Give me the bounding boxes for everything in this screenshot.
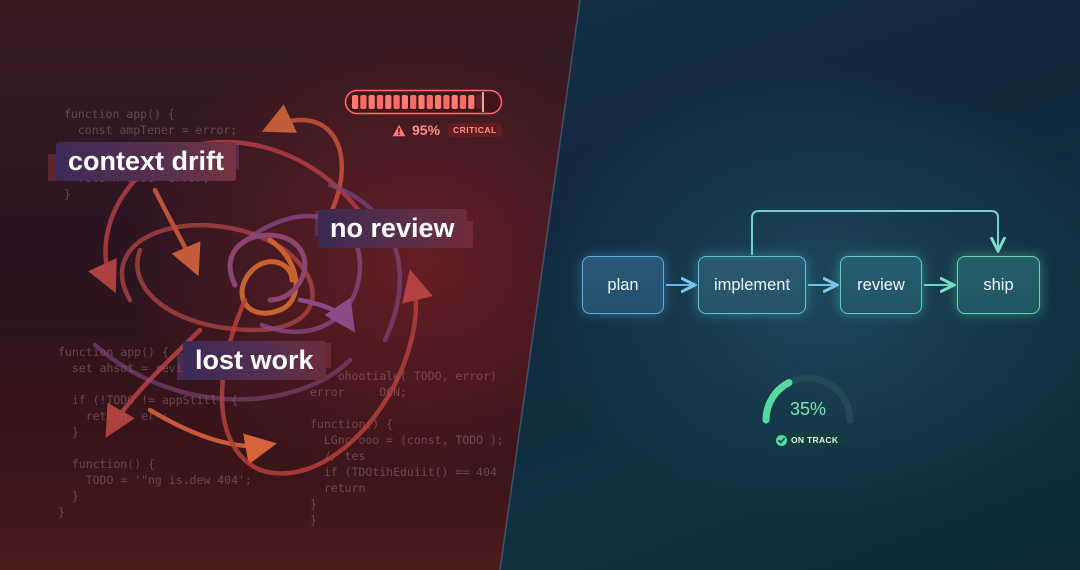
meter-percent: 95% — [412, 122, 441, 138]
node-plan: plan — [582, 256, 664, 314]
context-usage-meter — [344, 89, 503, 115]
meter-cell — [459, 95, 467, 109]
meter-status: 95% CRITICAL — [392, 122, 502, 138]
chaos-arrow — [152, 187, 201, 277]
gauge-fill — [762, 379, 793, 424]
meter-cell — [476, 95, 483, 109]
warning-triangle-icon — [392, 124, 406, 136]
on-track-badge: ON TRACK — [772, 432, 846, 448]
critical-badge: CRITICAL — [448, 123, 502, 137]
meter-cell — [360, 95, 367, 109]
lost-work-label: lost work — [183, 341, 326, 380]
context-drift-label: context drift — [56, 142, 237, 181]
meter-cell — [376, 95, 384, 109]
progress-gauge — [762, 374, 854, 424]
checkmark-icon — [776, 434, 787, 446]
no-review-label: no review — [318, 209, 467, 248]
meter-cell — [468, 95, 475, 109]
edge-implement-ship-loop — [751, 210, 998, 255]
meter-cell — [393, 95, 400, 109]
meter-cell — [385, 95, 392, 109]
meter-cell — [443, 95, 450, 109]
on-track-text: ON TRACK — [791, 435, 839, 445]
meter-cell — [418, 95, 425, 109]
code-snippet: function app() { set ahsot = revie if (!… — [58, 345, 252, 519]
chaos-arrow — [92, 342, 353, 402]
chaos-arrow — [227, 232, 308, 303]
meter-cell — [451, 95, 458, 109]
tangled-arrows — [88, 104, 433, 476]
node-review: review — [840, 256, 922, 314]
gauge-percent: 35% — [789, 399, 827, 419]
chaos-arrow — [147, 407, 277, 465]
chaos-arrow — [239, 237, 299, 316]
chaos-arrow — [261, 104, 345, 218]
chaos-arrow — [105, 327, 203, 438]
meter-cell — [401, 95, 408, 109]
node-implement: implement — [698, 256, 806, 314]
meter-cell — [410, 95, 417, 109]
chaos-arrow — [237, 213, 363, 335]
node-ship: ship — [957, 256, 1040, 314]
chaos-arrow — [120, 222, 315, 333]
meter-cell — [435, 95, 442, 109]
chaos-arrow — [297, 297, 355, 333]
meter-cell — [352, 95, 359, 109]
meter-cell — [368, 95, 375, 109]
meter-cell — [426, 95, 433, 109]
